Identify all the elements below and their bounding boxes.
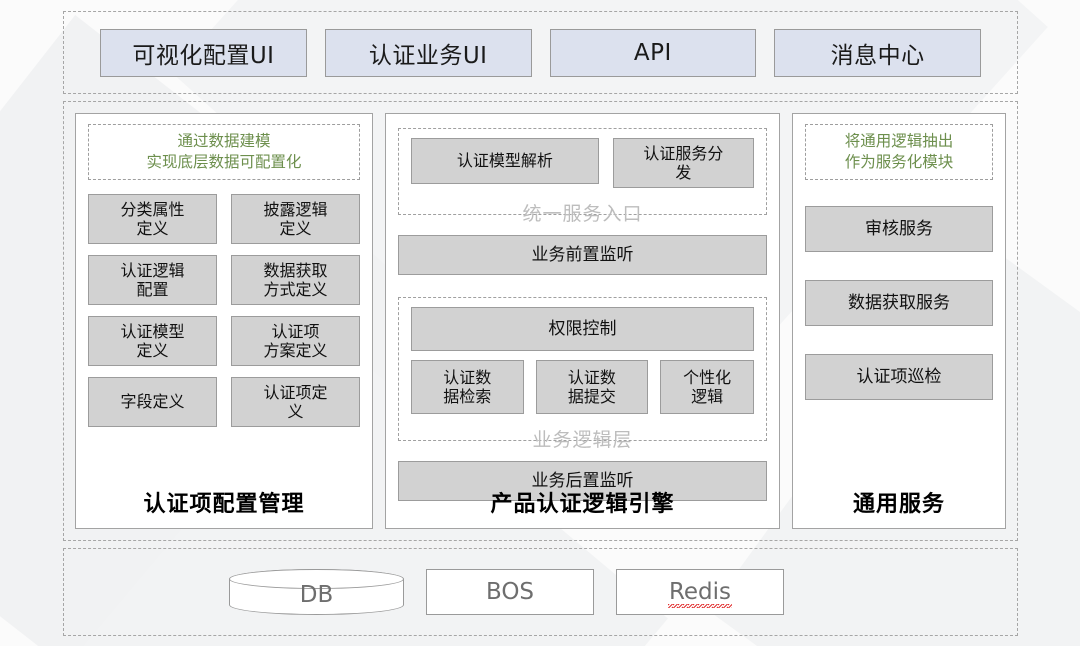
zone-business-logic-layer: 权限控制 认证数 据检索 认证数 据提交 [398,297,767,451]
entry-module-row: 认证模型解析 认证服务分 发 [411,138,754,188]
note-service-extraction-line2: 作为服务化模块 [844,152,954,171]
storage-redis-box[interactable]: Redis [616,569,784,615]
note-data-modeling: 通过数据建模 实现底层数据可配置化 [88,124,360,180]
module-auth-service-dispatch[interactable]: 认证服务分 发 [612,138,754,188]
storage-db-cylinder[interactable]: DB [228,568,405,615]
module-permission-control[interactable]: 权限控制 [411,307,754,351]
note-service-extraction-line1: 将通用逻辑抽出 [844,132,954,150]
note-data-modeling-line1: 通过数据建模 [177,132,271,150]
module-field-def[interactable]: 字段定义 [88,376,217,427]
storage-bos-label: BOS [485,579,535,605]
module-auth-item-inspection[interactable]: 认证项巡检 [805,353,993,400]
common-service-list: 审核服务 数据获取服务 认证项巡检 [805,205,993,400]
panel-common-services: 将通用逻辑抽出 作为服务化模块 审核服务 数据获取服务 认证项巡检 通用服务 [792,113,1006,529]
module-auth-data-submit[interactable]: 认证数 据提交 [535,360,649,414]
config-module-grid: 分类属性 定义 披露逻辑 定义 认证逻辑 配置 [88,193,360,427]
storage-db-label: DB [299,582,334,608]
zone-label-unified-service-entry: 统一服务入口 [522,203,643,225]
module-auth-item-scheme-def[interactable]: 认证项 方案定义 [231,315,360,366]
logic-module-row: 认证数 据检索 认证数 据提交 个性化 [411,360,754,414]
storage-item-row: DB BOS Redis [64,549,1017,635]
ui-box-api[interactable]: API [549,28,757,77]
storage-bos-box[interactable]: BOS [426,569,594,615]
presentation-box-row: 可视化配置UI 认证业务UI API 消息中心 [64,12,1017,93]
core-layer-band: 通过数据建模 实现底层数据可配置化 分类属性 定义 披露逻辑 定义 [63,101,1018,541]
storage-redis-label: Redis [667,579,733,608]
module-disclosure-logic-def[interactable]: 披露逻辑 定义 [231,193,360,244]
module-category-attr-def[interactable]: 分类属性 定义 [88,193,217,244]
module-review-service[interactable]: 审核服务 [805,205,993,252]
storage-layer-band: DB BOS Redis [63,548,1018,636]
panel-auth-logic-engine: 认证模型解析 认证服务分 发 统一服务入口 业务前置监听 [385,113,780,529]
module-auth-model-def[interactable]: 认证模型 定义 [88,315,217,366]
note-data-modeling-line2: 实现底层数据可配置化 [146,152,302,171]
module-auth-data-retrieve[interactable]: 认证数 据检索 [411,360,524,414]
module-auth-item-def[interactable]: 认证项定 义 [231,376,360,427]
ui-box-visual-config[interactable]: 可视化配置UI [100,28,307,77]
module-auth-logic-config[interactable]: 认证逻辑 配置 [88,254,217,305]
note-service-extraction: 将通用逻辑抽出 作为服务化模块 [805,124,993,180]
panel-title-common-services: 通用服务 [852,492,945,517]
module-data-fetch-service[interactable]: 数据获取服务 [805,279,993,326]
panel-config-management: 通过数据建模 实现底层数据可配置化 分类属性 定义 披露逻辑 定义 [75,113,373,529]
ui-box-message-center[interactable]: 消息中心 [774,28,981,77]
module-data-fetch-method-def[interactable]: 数据获取 方式定义 [231,254,360,305]
panel-title-auth-logic-engine: 产品认证逻辑引擎 [490,492,675,517]
module-auth-model-parse[interactable]: 认证模型解析 [411,138,599,184]
presentation-layer-band: 可视化配置UI 认证业务UI API 消息中心 [63,11,1018,94]
panel-title-config-management: 认证项配置管理 [143,492,305,517]
ui-box-auth-business[interactable]: 认证业务UI [324,28,532,77]
core-columns: 通过数据建模 实现底层数据可配置化 分类属性 定义 披露逻辑 定义 [64,102,1017,540]
module-personalized-logic[interactable]: 个性化 逻辑 [660,360,754,414]
zone-label-business-logic-layer: 业务逻辑层 [532,429,633,451]
module-pre-business-listener[interactable]: 业务前置监听 [398,235,767,275]
zone-unified-service-entry: 认证模型解析 认证服务分 发 统一服务入口 [398,128,767,225]
